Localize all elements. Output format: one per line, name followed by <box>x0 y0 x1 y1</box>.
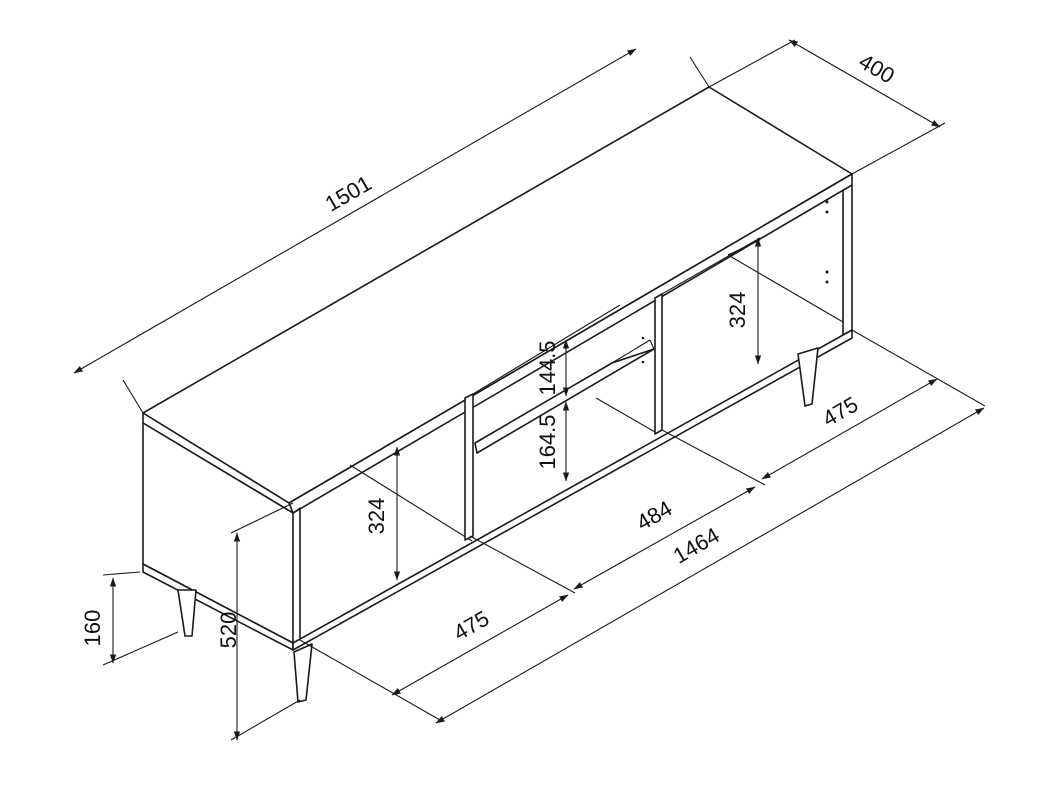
label-upper-shelf-gap: 144.5 <box>535 340 560 395</box>
shelf-pin-hole <box>825 200 829 204</box>
label-left-compartment-width: 475 <box>449 605 493 645</box>
right-divider-top <box>661 237 761 295</box>
label-inner-width: 1464 <box>669 522 724 568</box>
shelf-pin-hole <box>641 360 645 364</box>
left-side-panel-thickness <box>292 507 301 514</box>
label-right-compartment-height: 324 <box>725 292 750 329</box>
dim-line-overall-width <box>73 48 637 374</box>
shelf-pin-hole <box>825 270 829 274</box>
label-leg-height: 160 <box>80 610 105 647</box>
leg-front-right <box>797 347 819 407</box>
right-divider <box>654 293 663 435</box>
label-middle-compartment-width: 484 <box>632 495 676 535</box>
middle-shelf-side <box>649 339 655 350</box>
label-lower-shelf-gap: 164.5 <box>535 414 560 469</box>
leg-back-left <box>177 589 197 637</box>
middle-lower-back <box>595 397 656 433</box>
leg-front-left <box>293 643 313 703</box>
dim-line-depth <box>788 39 941 128</box>
left-divider <box>464 393 474 541</box>
dimension-lines <box>73 39 985 741</box>
shelf-pin-hole <box>641 336 645 340</box>
dim-line-left-compartment-width <box>391 594 569 696</box>
dim-line-middle-compartment-width <box>573 486 756 590</box>
cabinet <box>142 86 853 651</box>
dim-line-right-compartment-width <box>761 378 938 480</box>
label-total-height: 520 <box>216 612 241 649</box>
shelf-pin-hole <box>825 210 829 214</box>
back-interior-right <box>727 254 844 323</box>
label-depth: 400 <box>855 48 899 88</box>
shelf-pin-hole <box>825 280 829 284</box>
label-left-compartment-height: 324 <box>364 498 389 535</box>
label-overall-width: 1501 <box>321 170 376 216</box>
